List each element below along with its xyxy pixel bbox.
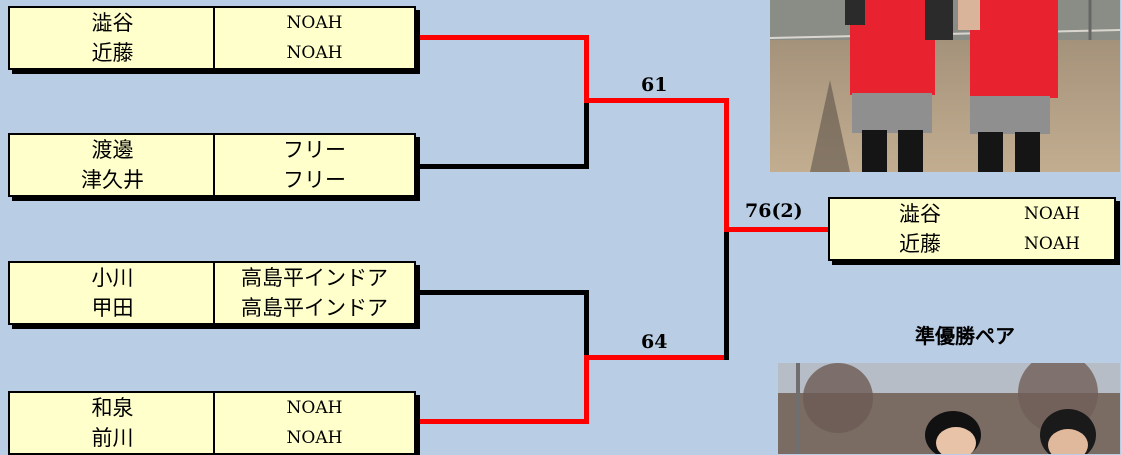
club-name: NOAH (286, 12, 343, 33)
runner-up-caption: 準優勝ペア (915, 324, 1015, 348)
bracket-entry-1: 澁谷 NOAH 近藤 NOAH (8, 6, 416, 70)
bracket-line-loss (584, 290, 589, 359)
player-name: 近藤 (91, 40, 134, 65)
player-name: 小川 (91, 265, 134, 290)
bracket-line-win (584, 357, 589, 424)
player-name: 澁谷 (91, 10, 134, 35)
semi-score-2: 64 (641, 331, 668, 353)
club-name: NOAH (286, 427, 343, 448)
bracket-line-win (724, 98, 729, 231)
semi-score-1: 61 (641, 74, 668, 96)
bracket-line-win (420, 419, 589, 424)
club-name: 高島平インドア (241, 295, 388, 320)
bracket-line-loss (420, 290, 589, 295)
bracket-line-loss (724, 228, 729, 360)
player-name: 津久井 (81, 167, 144, 192)
player-name: 渡邊 (91, 137, 134, 162)
club-name: NOAH (286, 397, 343, 418)
bracket-entry-2: 渡邊 フリー 津久井 フリー (8, 133, 416, 197)
runner-up-pair-photo (778, 363, 1120, 454)
entry-divider (213, 135, 215, 195)
player-name: 澁谷 (899, 201, 941, 226)
entry-divider (213, 393, 215, 453)
final-score: 76(2) (745, 200, 803, 222)
champion-entry: 澁谷 NOAH 近藤 NOAH (828, 197, 1116, 261)
bracket-line-win (584, 98, 729, 103)
entry-divider (213, 8, 215, 68)
club-name: NOAH (1024, 203, 1080, 224)
club-name: NOAH (1024, 233, 1080, 254)
bracket-entry-4: 和泉 NOAH 前川 NOAH (8, 391, 416, 455)
bracket-line-win (724, 227, 830, 232)
entry-divider (213, 263, 215, 323)
club-name: フリー (283, 137, 346, 162)
club-name: フリー (283, 167, 346, 192)
champion-pair-photo (770, 0, 1120, 172)
player-name: 和泉 (91, 395, 134, 420)
bracket-line-loss (584, 101, 589, 169)
player-name: 前川 (91, 425, 134, 450)
bracket-line-win (420, 35, 589, 40)
club-name: 高島平インドア (241, 265, 388, 290)
player-name: 近藤 (899, 231, 941, 256)
bracket-line-win (584, 35, 589, 101)
club-name: NOAH (286, 42, 343, 63)
bracket-line-win (584, 355, 729, 360)
bracket-entry-3: 小川 高島平インドア 甲田 高島平インドア (8, 261, 416, 325)
bracket-line-loss (420, 164, 589, 169)
player-name: 甲田 (91, 295, 134, 320)
